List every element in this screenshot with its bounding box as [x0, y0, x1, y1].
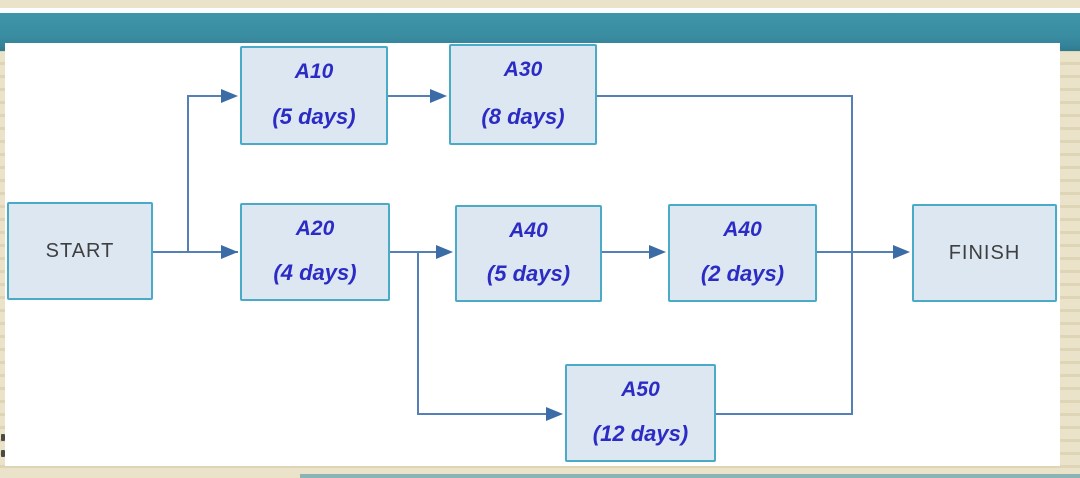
connector-into-a10 [187, 95, 223, 97]
slide-top-margin [0, 8, 1080, 13]
left-margin-artifact [1, 434, 5, 441]
connector-into-a50 [417, 413, 548, 415]
node-label: A10 [294, 60, 334, 83]
node-duration: (2 days) [700, 261, 785, 286]
connector-a50-out [714, 413, 853, 415]
node-label: A40 [509, 219, 548, 242]
node-duration: (5 days) [272, 104, 356, 129]
connector-a30-out [597, 95, 853, 97]
node-a50: A50 (12 days) [565, 364, 716, 462]
node-duration: (4 days) [273, 260, 357, 285]
connector-a20-branch-down [417, 251, 419, 415]
connector-start-out [153, 251, 238, 253]
node-label: A30 [503, 58, 543, 81]
node-a20: A20 (4 days) [240, 203, 390, 301]
connector-a40b-finish [817, 251, 895, 253]
arrowhead-icon [649, 245, 666, 259]
arrowhead-icon [546, 407, 563, 421]
arrowhead-icon [893, 245, 910, 259]
slide-bottom-accent [300, 474, 1080, 478]
node-a30: A30 (8 days) [449, 44, 597, 145]
arrowhead-icon [430, 89, 447, 103]
arrowhead-icon [221, 89, 238, 103]
node-duration: (8 days) [481, 104, 565, 129]
node-label: FINISH [948, 242, 1021, 264]
connector-start-branch-up [187, 96, 189, 253]
node-label: A20 [295, 217, 335, 240]
node-label: A40 [723, 218, 762, 241]
left-margin-artifact [1, 450, 5, 457]
node-a10: A10 (5 days) [240, 46, 388, 145]
node-finish: FINISH [912, 204, 1057, 302]
node-label: A50 [621, 378, 660, 401]
arrowhead-icon [221, 245, 238, 259]
node-start: START [7, 202, 153, 300]
connector-a10-a30 [388, 95, 433, 97]
node-label: START [45, 240, 115, 262]
arrowhead-icon [436, 245, 453, 259]
node-a40-second: A40 (2 days) [668, 204, 817, 302]
connector-a20-out [390, 251, 438, 253]
connector-right-vertical [851, 95, 853, 415]
connector-a40a-a40b [602, 251, 651, 253]
node-duration: (5 days) [486, 261, 571, 286]
node-duration: (12 days) [592, 421, 689, 446]
node-a40-first: A40 (5 days) [455, 205, 602, 302]
